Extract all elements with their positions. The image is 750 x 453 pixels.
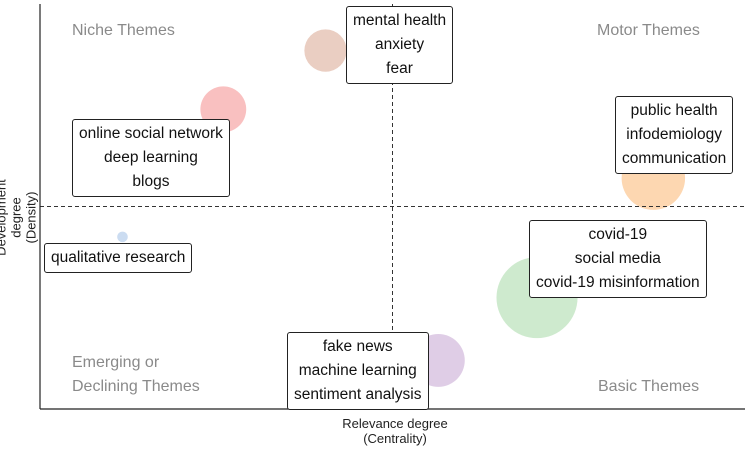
cluster-term: infodemiology [626, 126, 722, 143]
cluster-term: fake news [322, 338, 393, 355]
cluster-term: social media [574, 250, 661, 267]
cluster-term: communication [622, 150, 727, 167]
quadrant-label-niche: Niche Themes [72, 22, 175, 39]
cluster-term: covid-19 [588, 226, 648, 243]
cluster-label-mental-health: mental health anxiety fear [346, 6, 454, 84]
quadrant-label-motor: Motor Themes [597, 22, 700, 39]
quadrant-label-basic: Basic Themes [598, 378, 700, 395]
x-axis-sublabel: (Centrality) [363, 431, 427, 446]
y-axis-label: Development degree [0, 179, 24, 256]
x-axis-label: Relevance degree [342, 416, 448, 431]
cluster-term: deep learning [103, 149, 198, 166]
cluster-term: online social network [79, 125, 223, 142]
cluster-term: blogs [132, 173, 170, 190]
quadrant-label-emerging-2: Declining Themes [72, 378, 200, 395]
cluster-bubble [117, 231, 128, 243]
cluster-label-public-health: public health infodemiology communicatio… [615, 96, 734, 174]
cluster-label-qualitative-research: qualitative research [44, 243, 193, 273]
cluster-term: anxiety [374, 36, 425, 53]
cluster-term: qualitative research [51, 249, 186, 266]
cluster-term: sentiment analysis [294, 386, 422, 403]
cluster-term: public health [630, 102, 718, 119]
quadrant-label-emerging-1: Emerging or [72, 354, 160, 371]
y-axis-sublabel: (Density) [23, 191, 39, 244]
cluster-label-online-social-network: online social network deep learning blog… [72, 119, 230, 197]
cluster-term: covid-19 misinformation [536, 274, 700, 291]
cluster-label-fake-news: fake news machine learning sentiment ana… [287, 332, 429, 410]
cluster-term: mental health [353, 12, 447, 29]
x-axis-title: Relevance degree (Centrality) [300, 416, 490, 446]
y-axis-title: Development degree (Density) [0, 158, 39, 278]
cluster-label-covid-19: covid-19 social media covid-19 misinform… [529, 220, 707, 298]
cluster-term: machine learning [298, 362, 417, 379]
cluster-term: fear [386, 60, 413, 77]
cluster-bubble [304, 29, 347, 72]
